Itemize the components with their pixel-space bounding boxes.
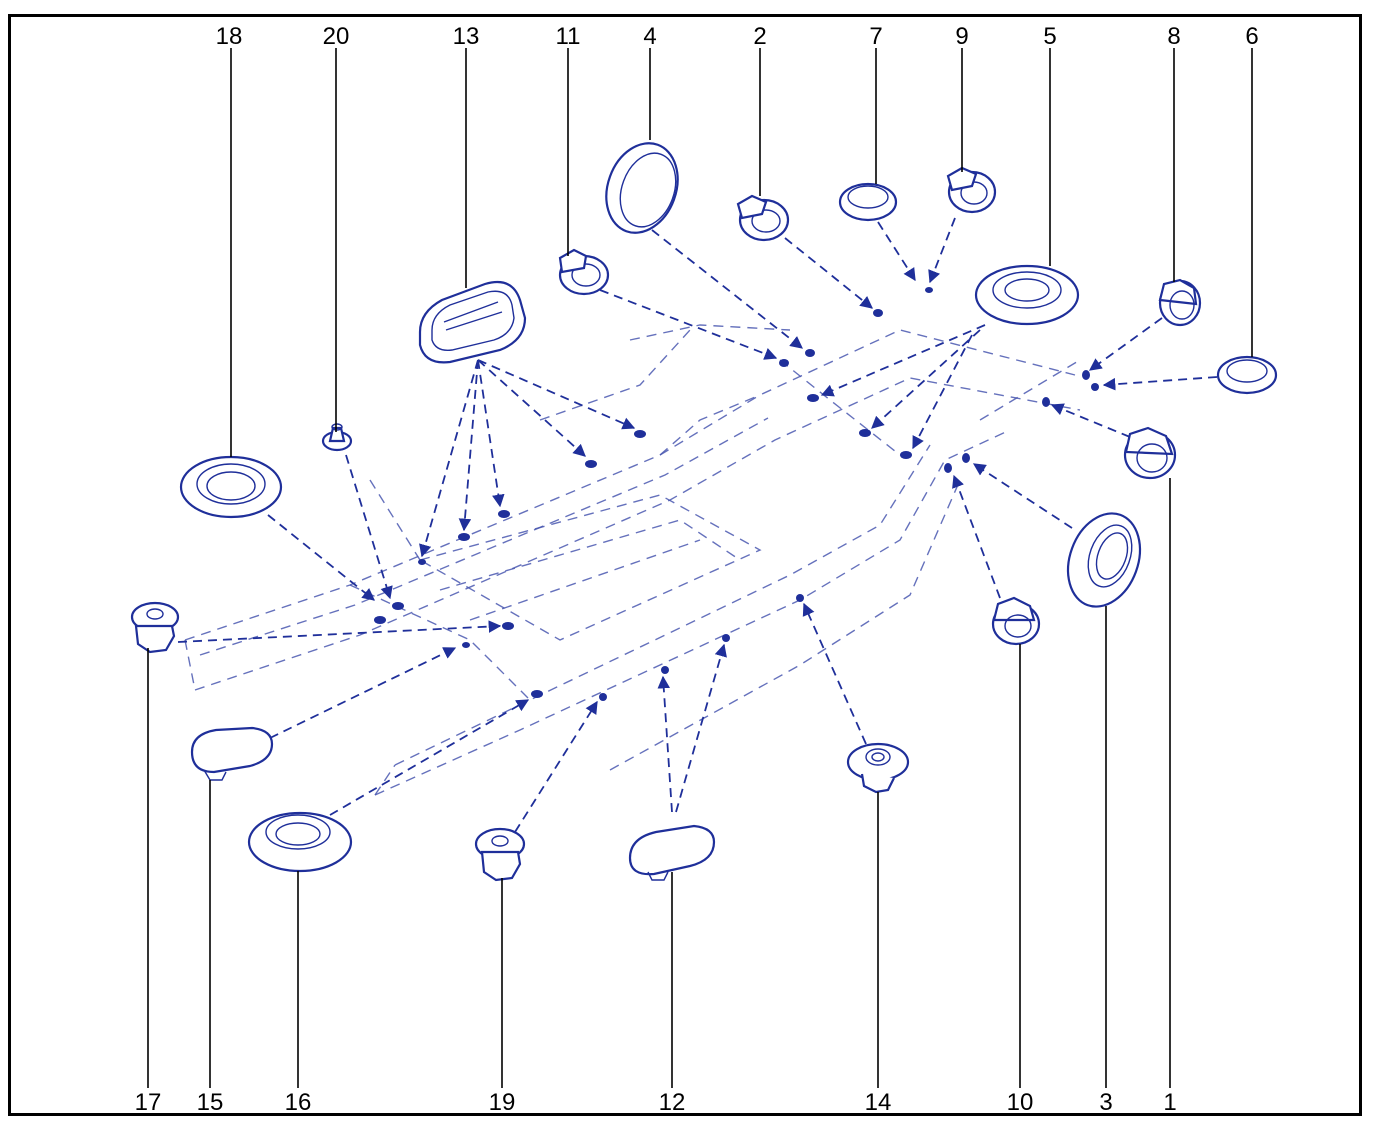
- callout-label-7: 7: [869, 23, 882, 50]
- grommet-16-icon: [247, 811, 353, 873]
- cap-plug-6-icon: [1216, 355, 1278, 395]
- callout-label-11: 11: [556, 23, 581, 50]
- grommet-3-icon: [1066, 512, 1142, 608]
- grommet-5-icon: [974, 264, 1080, 326]
- mounting-holes: [374, 287, 1099, 701]
- guide-arrows: [177, 217, 1218, 833]
- callout-label-8: 8: [1167, 23, 1180, 50]
- callout-label-13: 13: [453, 23, 480, 50]
- callouts-bottom: 17 15 16 19 12 14 10 3 1: [135, 1089, 1177, 1116]
- callout-label-2: 2: [753, 23, 766, 50]
- callout-label-9: 9: [955, 23, 968, 50]
- underbody-frame: [184, 324, 1081, 796]
- leader-lines: [147, 48, 1253, 1088]
- disk-plug-4-icon: [605, 142, 679, 234]
- callouts-top: 18 20 13 11 4 2 7 9 5 8 6: [216, 23, 1259, 50]
- cap-plug-7-icon: [838, 182, 898, 222]
- push-clip-17-icon: [130, 601, 180, 654]
- callout-label-5: 5: [1043, 23, 1056, 50]
- callout-label-15: 15: [197, 1089, 224, 1116]
- clip-nut-11-icon: [558, 248, 610, 296]
- oblong-plug-13-icon: [418, 280, 527, 364]
- clip-nut-2-icon: [736, 194, 790, 242]
- callout-label-17: 17: [135, 1089, 162, 1116]
- grommet-18-icon: [179, 455, 283, 519]
- callout-label-20: 20: [323, 23, 350, 50]
- push-clip-19-icon: [474, 827, 526, 882]
- push-pin-20-icon: [321, 423, 353, 452]
- callout-label-12: 12: [659, 1089, 686, 1116]
- callout-label-4: 4: [643, 23, 656, 50]
- clip-nut-9-icon: [946, 166, 997, 214]
- callout-label-16: 16: [285, 1089, 312, 1116]
- callout-label-19: 19: [489, 1089, 516, 1116]
- oval-cap-15-icon: [190, 726, 274, 781]
- callout-label-6: 6: [1245, 23, 1258, 50]
- callout-label-18: 18: [216, 23, 243, 50]
- clip-nut-8-icon: [1158, 278, 1202, 327]
- oval-cap-12-icon: [628, 824, 716, 881]
- callout-label-3: 3: [1099, 1089, 1112, 1116]
- clip-nut-10-icon: [991, 596, 1041, 646]
- callout-label-14: 14: [865, 1089, 892, 1116]
- push-clip-14-icon: [846, 742, 910, 794]
- clip-nut-1-icon: [1123, 426, 1177, 480]
- callout-label-1: 1: [1163, 1089, 1176, 1116]
- callout-label-10: 10: [1007, 1089, 1034, 1116]
